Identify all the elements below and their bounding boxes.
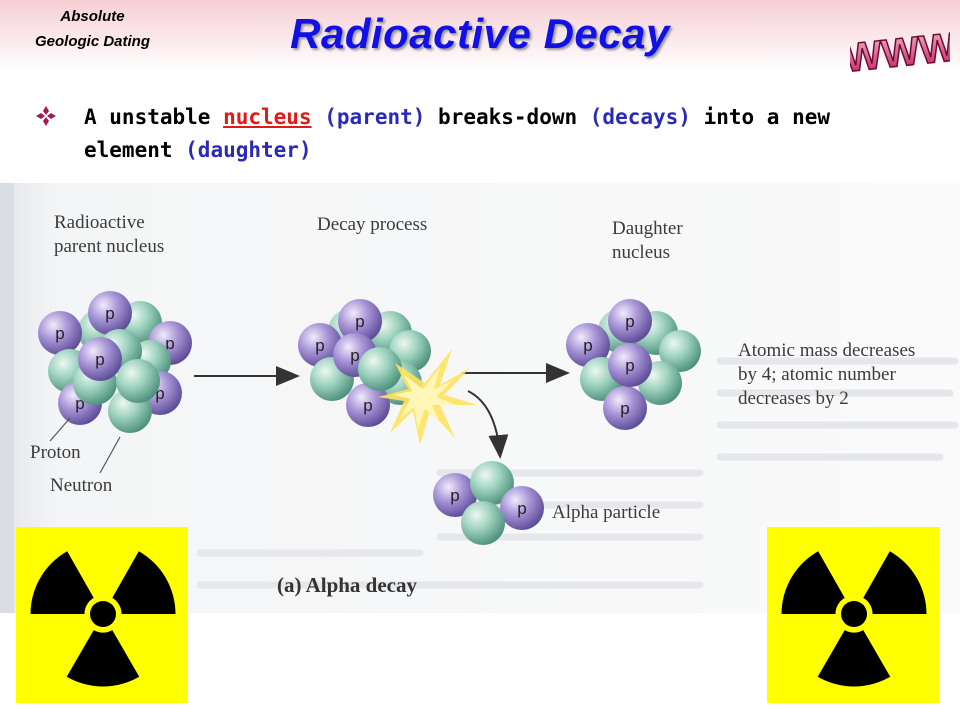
proton-letter: p bbox=[363, 396, 372, 415]
bullet-text-part1: A unstable bbox=[84, 105, 224, 129]
nucleus-link[interactable]: nucleus bbox=[223, 105, 312, 129]
proton-letter: p bbox=[625, 356, 634, 375]
proton-letter: p bbox=[105, 304, 114, 323]
proton-letter: p bbox=[355, 312, 364, 331]
slide-title: Radioactive Decay bbox=[290, 10, 670, 57]
result-label: Atomic mass decreases by 4; atomic numbe… bbox=[738, 339, 915, 411]
proton-sphere-alpha-2: p bbox=[500, 486, 544, 530]
proton-letter: p bbox=[155, 384, 164, 403]
proton-sphere-process-2: p bbox=[298, 323, 342, 367]
daughter-label-line2: nucleus bbox=[612, 242, 671, 263]
decay-starburst bbox=[378, 349, 478, 445]
proton-letter: p bbox=[583, 336, 592, 355]
corner-title-line1: Absolute bbox=[60, 8, 125, 25]
neutron-label: Neutron bbox=[50, 475, 113, 496]
parent-term: (parent) bbox=[324, 105, 426, 129]
neutron-sphere-alpha-1 bbox=[470, 461, 514, 505]
parent-label: Radioactive parent nucleus bbox=[54, 211, 164, 259]
bullet-text-part4: into a new element bbox=[84, 105, 831, 162]
daughter-label-line1: Daughter bbox=[612, 218, 683, 239]
proton-letter: p bbox=[55, 324, 64, 343]
corner-title: Absolute Geologic Dating bbox=[0, 4, 185, 54]
proton-letter: p bbox=[75, 394, 84, 413]
proton-sphere-parent-3: p bbox=[88, 291, 132, 335]
figure-caption: (a) Alpha decay bbox=[277, 573, 418, 597]
alpha-label: Alpha particle bbox=[552, 502, 661, 523]
proton-sphere-daughter-7: p bbox=[603, 386, 647, 430]
proton-letter: p bbox=[165, 334, 174, 353]
neutron-pointer bbox=[99, 436, 121, 474]
proton-letter: p bbox=[95, 350, 104, 369]
proton-sphere-process-3: p bbox=[338, 299, 382, 343]
parent-label-line1: Radioactive bbox=[54, 212, 145, 233]
proton-sphere-parent-2: p bbox=[38, 311, 82, 355]
proton-sphere-process-7: p bbox=[346, 383, 390, 427]
proton-letter: p bbox=[625, 312, 634, 331]
bullet-text-part3: breaks-down bbox=[425, 105, 590, 129]
neutron-sphere-daughter-4 bbox=[659, 330, 701, 372]
result-line2: by 4; atomic number bbox=[738, 364, 896, 385]
proton-sphere-parent-12: p bbox=[78, 337, 122, 381]
www-logo-text: WWW bbox=[850, 25, 950, 78]
www-logo[interactable]: WWW bbox=[841, 8, 960, 83]
result-line3: decreases by 2 bbox=[738, 388, 849, 409]
proton-sphere-daughter-2: p bbox=[566, 323, 610, 367]
header-band bbox=[0, 0, 960, 72]
proton-sphere-daughter-3: p bbox=[608, 299, 652, 343]
parent-label-line2: parent nucleus bbox=[54, 236, 165, 257]
decays-term: (decays) bbox=[589, 105, 691, 129]
proton-letter: p bbox=[517, 499, 526, 518]
neutron-sphere-process-9 bbox=[358, 347, 402, 391]
proton-sphere-daughter-8: p bbox=[608, 343, 652, 387]
proton-letter: p bbox=[350, 346, 359, 365]
proton-letter: p bbox=[450, 486, 459, 505]
process-label: Decay process bbox=[317, 214, 428, 235]
result-line1: Atomic mass decreases bbox=[738, 340, 916, 361]
corner-title-line2: Geologic Dating bbox=[34, 33, 150, 50]
proton-pointer bbox=[49, 417, 71, 442]
proton-letter: p bbox=[315, 336, 324, 355]
neutron-sphere-alpha-3 bbox=[461, 501, 505, 545]
proton-label: Proton bbox=[30, 442, 81, 463]
daughter-term: (daughter) bbox=[185, 138, 312, 162]
proton-letter: p bbox=[620, 399, 629, 418]
bullet-text-space bbox=[312, 105, 325, 129]
neutron-sphere-parent-13 bbox=[116, 359, 160, 403]
alpha-arrow bbox=[467, 390, 509, 459]
daughter-label: Daughter nucleus bbox=[612, 217, 683, 265]
proton-sphere-alpha-0: p bbox=[433, 473, 477, 517]
radiation-hazard-icon-left bbox=[16, 527, 188, 703]
diamond-bullet-icon bbox=[36, 106, 56, 131]
radiation-hazard-icon-right bbox=[767, 527, 939, 703]
bullet-text: A unstable nucleus (parent) breaks-down … bbox=[84, 101, 904, 167]
